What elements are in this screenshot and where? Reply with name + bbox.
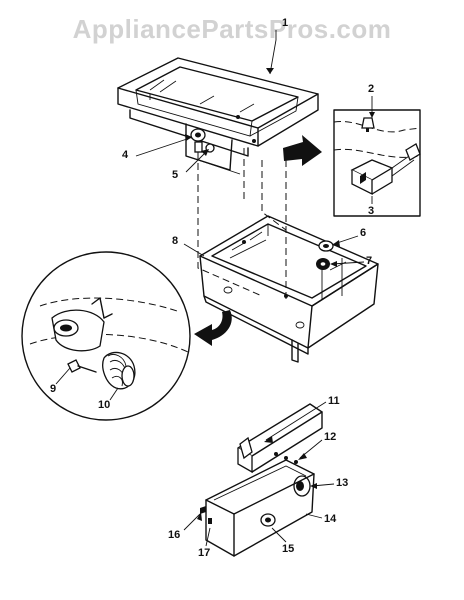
callout-9: 9	[50, 383, 57, 395]
callout-16: 16	[168, 529, 181, 541]
grommet-parts	[316, 240, 334, 270]
switch-detail-inset	[333, 109, 421, 217]
callout-11: 11	[328, 395, 340, 407]
callout-14: 14	[324, 513, 337, 525]
callout-3: 3	[368, 205, 375, 217]
callout-7: 7	[366, 255, 373, 267]
callout-1: 1	[282, 17, 289, 29]
callout-5: 5	[172, 169, 179, 181]
drain-fitting-detail	[21, 251, 191, 421]
callout-4: 4	[122, 149, 129, 161]
lower-drain-pan-part	[199, 215, 379, 363]
callout-6: 6	[360, 227, 367, 239]
callout-17: 17	[198, 547, 211, 559]
bracket-assembly-part	[200, 403, 323, 557]
leader-lines	[55, 30, 375, 547]
callout-2: 2	[368, 83, 375, 95]
watermark-text: AppliancePartsPros.com	[72, 14, 392, 44]
assembly-lines	[197, 148, 287, 300]
callout-8: 8	[172, 235, 179, 247]
detail-arrow-right	[283, 135, 322, 166]
detail-arrow-curved	[194, 310, 232, 346]
callout-10: 10	[98, 399, 111, 411]
callout-12: 12	[324, 431, 337, 443]
callout-13: 13	[336, 477, 349, 489]
callout-15: 15	[282, 543, 295, 555]
